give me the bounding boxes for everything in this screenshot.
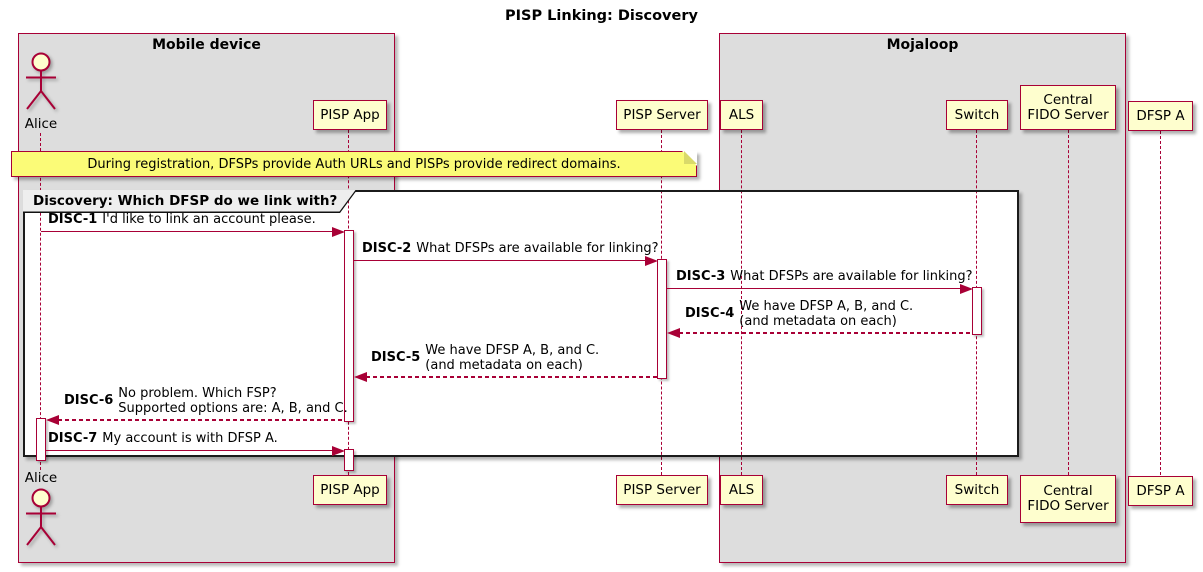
- message-disc-7-label: DISC-7 My account is with DFSP A.: [48, 431, 278, 447]
- lifeline-central-fido-server: [1068, 130, 1069, 475]
- arrowhead-left-icon: [46, 415, 59, 425]
- box-mojaloop-label: Mojaloop: [886, 37, 959, 53]
- message-disc-2-line: [354, 260, 646, 261]
- arrowhead-right-icon: [332, 446, 345, 456]
- box-mobile-device-label: Mobile device: [152, 37, 261, 53]
- message-disc-6-text: No problem. Which FSP? Supported options…: [118, 386, 348, 416]
- message-disc-6-label: DISC-6 No problem. Which FSP? Supported …: [64, 386, 348, 416]
- message-disc-2-id: DISC-2: [362, 241, 412, 256]
- actor-alice-top: [21, 52, 61, 118]
- arrowhead-left-icon: [354, 372, 367, 382]
- frame-discovery-background: [23, 190, 1019, 457]
- arrowhead-left-icon: [667, 328, 680, 338]
- message-disc-5-text: We have DFSP A, B, and C. (and metadata …: [425, 343, 600, 373]
- activation-switch: [972, 287, 982, 335]
- participant-switch-top: Switch: [946, 100, 1008, 130]
- diagram-title: PISP Linking: Discovery: [505, 8, 698, 24]
- message-disc-3-label: DISC-3 What DFSPs are available for link…: [676, 269, 973, 285]
- frame-discovery-border: [23, 190, 1019, 457]
- participant-pisp-app-bottom: PISP App: [313, 475, 387, 505]
- arrowhead-right-icon: [332, 227, 345, 237]
- message-disc-4-id: DISC-4: [685, 306, 735, 322]
- participant-switch-bottom: Switch: [946, 475, 1008, 505]
- lifeline-alice: [40, 133, 41, 470]
- actor-icon: [26, 488, 56, 546]
- message-disc-4-label: DISC-4 We have DFSP A, B, and C. (and me…: [685, 299, 914, 329]
- arrowhead-right-icon: [645, 256, 658, 266]
- message-disc-3-line: [667, 288, 961, 289]
- participant-als-top: ALS: [720, 100, 763, 130]
- actor-alice-bottom: [21, 488, 61, 554]
- message-disc-5-line: [366, 376, 657, 378]
- arrowhead-right-icon: [960, 284, 973, 294]
- actor-alice-top-label: Alice: [24, 116, 58, 132]
- registration-note-text: During registration, DFSPs provide Auth …: [87, 156, 621, 172]
- message-disc-7-id: DISC-7: [48, 431, 98, 446]
- message-disc-5-id: DISC-5: [371, 350, 421, 366]
- participant-pisp-app-top: PISP App: [313, 100, 387, 130]
- message-disc-3-id: DISC-3: [676, 269, 726, 284]
- message-disc-3-text: What DFSPs are available for linking?: [730, 269, 973, 284]
- frame-discovery-header: Discovery: Which DFSP do we link with?: [23, 190, 357, 213]
- activation-pisp-app-2: [344, 449, 354, 471]
- participant-pisp-server-top: PISP Server: [616, 100, 708, 130]
- message-disc-1-line: [41, 231, 333, 232]
- note-fold-icon: [684, 151, 697, 164]
- message-disc-2-text: What DFSPs are available for linking?: [416, 241, 659, 256]
- message-disc-6-id: DISC-6: [64, 393, 114, 409]
- message-disc-1-id: DISC-1: [48, 212, 98, 227]
- participant-als-bottom: ALS: [720, 475, 763, 505]
- message-disc-7-line: [46, 450, 333, 451]
- message-disc-1-label: DISC-1 I'd like to link an account pleas…: [48, 212, 316, 228]
- frame-discovery-title: Discovery: Which DFSP do we link with?: [33, 192, 338, 209]
- lifeline-dfsp-a: [1160, 131, 1161, 475]
- message-disc-4-text: We have DFSP A, B, and C. (and metadata …: [739, 299, 914, 329]
- activation-alice: [36, 418, 46, 461]
- message-disc-1-text: I'd like to link an account please.: [102, 212, 316, 227]
- activation-pisp-app: [344, 230, 354, 422]
- participant-central-fido-server-top: Central FIDO Server: [1020, 85, 1116, 130]
- actor-alice-bottom-label: Alice: [24, 470, 58, 486]
- participant-dfsp-a-bottom: DFSP A: [1128, 476, 1193, 506]
- lifeline-als: [741, 130, 742, 475]
- message-disc-6-line: [58, 419, 344, 421]
- message-disc-2-label: DISC-2 What DFSPs are available for link…: [362, 241, 659, 257]
- message-disc-7-text: My account is with DFSP A.: [102, 431, 278, 446]
- participant-central-fido-server-bottom: Central FIDO Server: [1020, 475, 1116, 523]
- message-disc-4-line: [679, 332, 972, 334]
- actor-icon: [26, 52, 56, 110]
- registration-note: During registration, DFSPs provide Auth …: [11, 151, 697, 177]
- participant-dfsp-a-top: DFSP A: [1128, 101, 1193, 131]
- message-disc-5-label: DISC-5 We have DFSP A, B, and C. (and me…: [371, 343, 600, 373]
- participant-pisp-server-bottom: PISP Server: [616, 475, 708, 505]
- activation-pisp-server: [657, 259, 667, 379]
- frame-discovery-header-inner: Discovery: Which DFSP do we link with?: [23, 190, 356, 212]
